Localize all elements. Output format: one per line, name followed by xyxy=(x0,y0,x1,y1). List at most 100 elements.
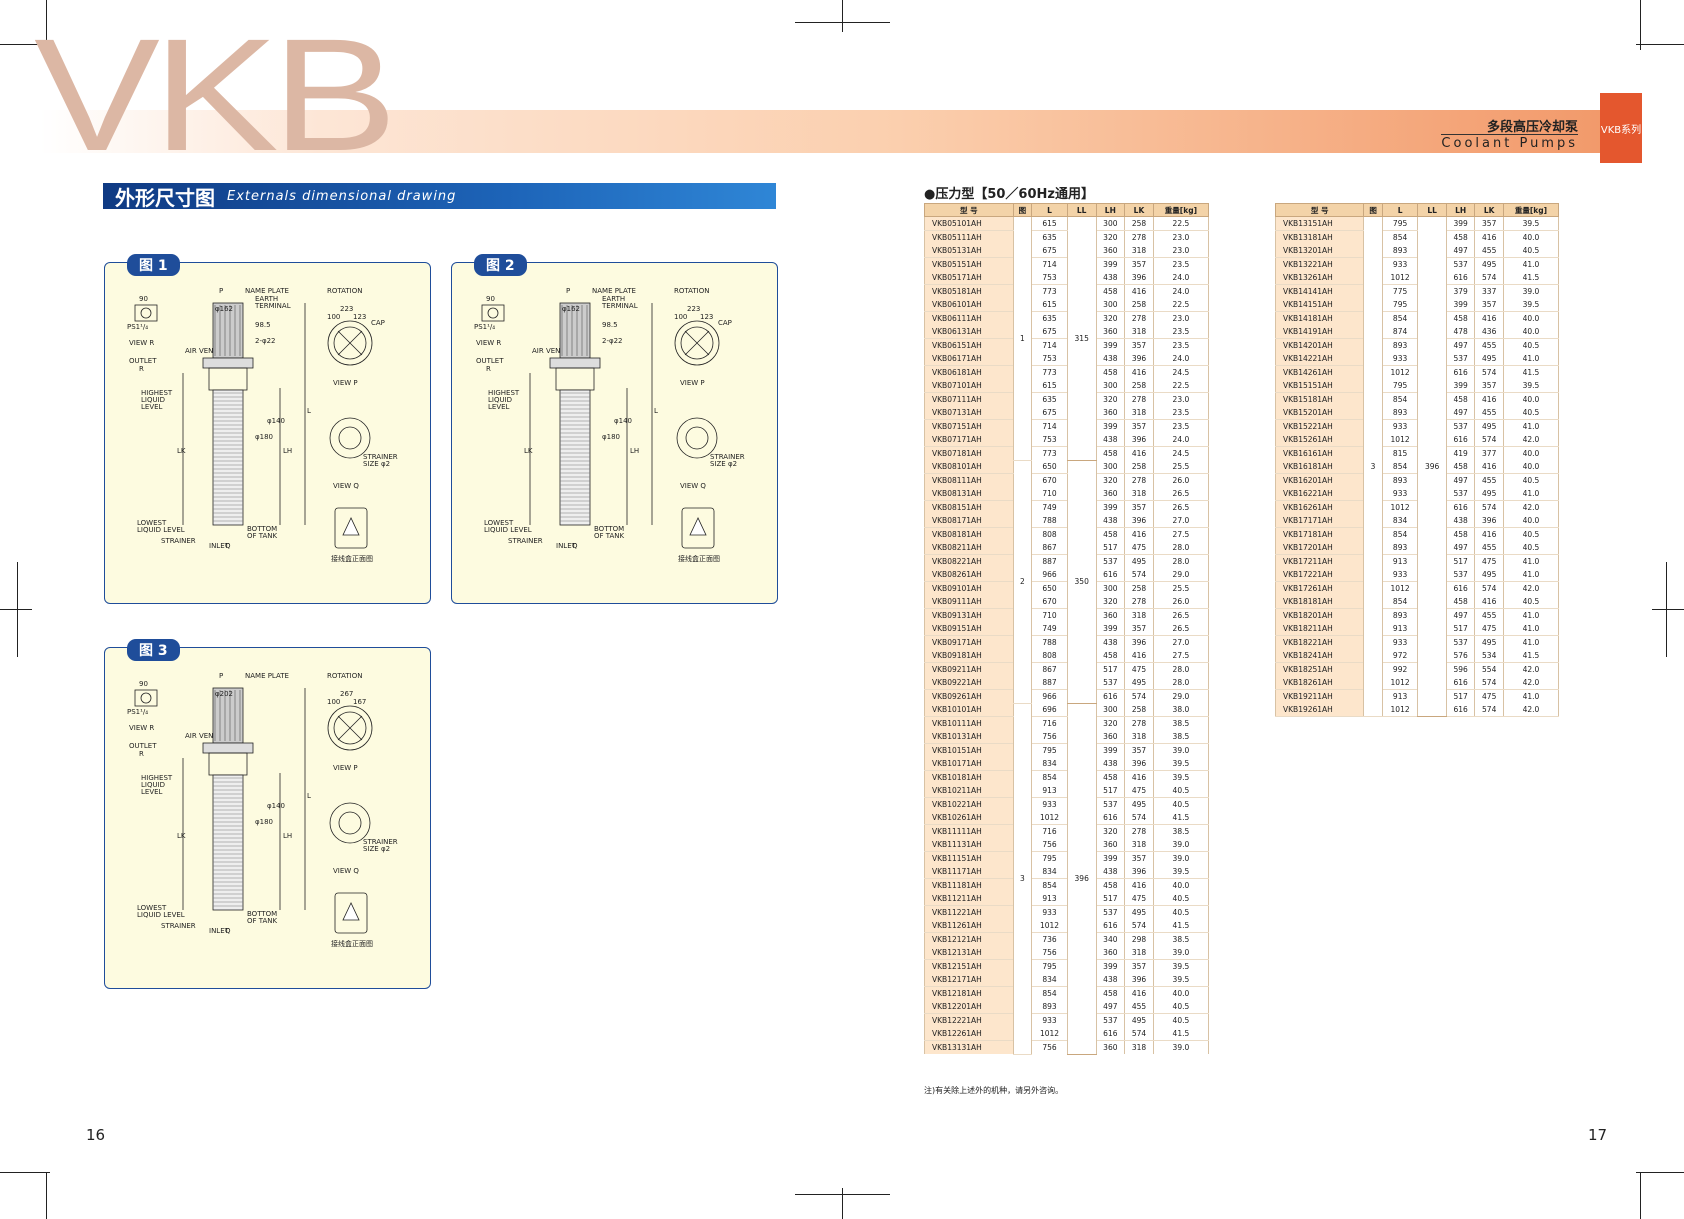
view-q-inlet xyxy=(685,426,709,450)
lk-cell: 416 xyxy=(1474,595,1504,609)
lk-cell: 396 xyxy=(1124,973,1154,987)
dim-label: 100 xyxy=(327,313,340,321)
crop-mark xyxy=(1640,0,1641,50)
model-cell: VKB05111AH xyxy=(924,230,1014,244)
lk-cell: 475 xyxy=(1124,892,1154,906)
lh-cell: 300 xyxy=(1095,379,1126,393)
lk-cell: 495 xyxy=(1474,352,1504,366)
model-cell: VKB18201AH xyxy=(1274,608,1365,622)
motor-body xyxy=(212,302,244,359)
lk-cell: 416 xyxy=(1474,460,1504,474)
fan-blade xyxy=(337,330,363,356)
l-cell: 675 xyxy=(1031,244,1068,258)
l-cell: 874 xyxy=(1381,325,1419,339)
model-cell: VKB13131AH xyxy=(924,1040,1014,1054)
l-cell: 933 xyxy=(1381,635,1419,649)
l-cell: 893 xyxy=(1381,338,1419,352)
dim-label: 98.5 xyxy=(602,321,618,329)
column-header: LH xyxy=(1095,203,1126,217)
model-cell: VKB16161AH xyxy=(1274,446,1365,460)
model-cell: VKB09101AH xyxy=(924,581,1014,595)
l-cell: 854 xyxy=(1031,986,1068,1000)
l-cell: 854 xyxy=(1031,770,1068,784)
figure-cell: 2 xyxy=(1012,460,1033,704)
model-cell: VKB08111AH xyxy=(924,473,1014,487)
column-header: L xyxy=(1381,203,1419,217)
lk-cell: 554 xyxy=(1474,662,1504,676)
weight-cell: 39.0 xyxy=(1152,946,1210,960)
model-cell: VKB07111AH xyxy=(924,392,1014,406)
weight-cell: 26.0 xyxy=(1152,473,1210,487)
weight-cell: 42.0 xyxy=(1502,433,1560,447)
lk-cell: 574 xyxy=(1474,676,1504,690)
weight-cell: 24.0 xyxy=(1152,433,1210,447)
fan-blade xyxy=(684,330,710,356)
lh-cell: 419 xyxy=(1445,446,1476,460)
lh-cell: 399 xyxy=(1095,743,1126,757)
dim-label: 90 xyxy=(139,295,148,303)
weight-cell: 41.0 xyxy=(1502,487,1560,501)
lh-cell: 300 xyxy=(1095,216,1126,231)
strainer-size-label: STRAINER xyxy=(363,838,398,846)
l-cell: 808 xyxy=(1031,649,1068,663)
lk-cell: 278 xyxy=(1124,824,1154,838)
lh-cell: 537 xyxy=(1445,568,1476,582)
lowest-level-label: LOWEST xyxy=(137,904,167,912)
l-cell: 966 xyxy=(1031,689,1068,703)
dim-label: 100 xyxy=(327,698,340,706)
weight-cell: 39.5 xyxy=(1152,865,1210,879)
weight-cell: 27.0 xyxy=(1152,635,1210,649)
lh-cell: 399 xyxy=(1095,500,1126,514)
weight-cell: 23.5 xyxy=(1152,325,1210,339)
model-cell: VKB17171AH xyxy=(1274,514,1365,528)
l-cell: 756 xyxy=(1031,730,1068,744)
l-cell: 893 xyxy=(1381,541,1419,555)
lk-cell: 416 xyxy=(1474,230,1504,244)
lh-cell: 300 xyxy=(1095,460,1126,474)
dim-label: L xyxy=(307,407,311,415)
lh-cell: 497 xyxy=(1445,406,1476,420)
dim-label: LK xyxy=(524,447,533,455)
dim-label: 223 xyxy=(340,305,353,313)
view-label: VIEW R xyxy=(476,339,501,347)
l-cell: 933 xyxy=(1381,568,1419,582)
model-cell: VKB09221AH xyxy=(924,676,1014,690)
lk-cell: 495 xyxy=(1124,905,1154,919)
model-cell: VKB06101AH xyxy=(924,298,1014,312)
model-cell: VKB09181AH xyxy=(924,649,1014,663)
model-cell: VKB05171AH xyxy=(924,271,1014,285)
l-cell: 773 xyxy=(1031,446,1068,460)
l-cell: 933 xyxy=(1381,419,1419,433)
weight-cell: 22.5 xyxy=(1152,379,1210,393)
weight-cell: 42.0 xyxy=(1502,676,1560,690)
lh-cell: 458 xyxy=(1445,460,1476,474)
l-cell: 854 xyxy=(1031,878,1068,892)
ll-cell: 396 xyxy=(1066,703,1097,1055)
lk-cell: 495 xyxy=(1474,487,1504,501)
lk-cell: 574 xyxy=(1474,500,1504,514)
lk-cell: 377 xyxy=(1474,446,1504,460)
weight-cell: 23.5 xyxy=(1152,257,1210,271)
dim-label: LK xyxy=(177,832,186,840)
lh-cell: 320 xyxy=(1095,230,1126,244)
weight-cell: 28.0 xyxy=(1152,541,1210,555)
table-note: 注)有关除上述外的机种，请另外咨询。 xyxy=(924,1086,1064,1095)
weight-cell: 26.0 xyxy=(1152,595,1210,609)
lh-cell: 517 xyxy=(1095,784,1126,798)
figure-cell: 3 xyxy=(1012,703,1033,1055)
lh-cell: 340 xyxy=(1095,932,1126,946)
weight-cell: 22.5 xyxy=(1152,298,1210,312)
weight-cell: 41.0 xyxy=(1502,257,1560,271)
l-cell: 615 xyxy=(1031,216,1068,231)
